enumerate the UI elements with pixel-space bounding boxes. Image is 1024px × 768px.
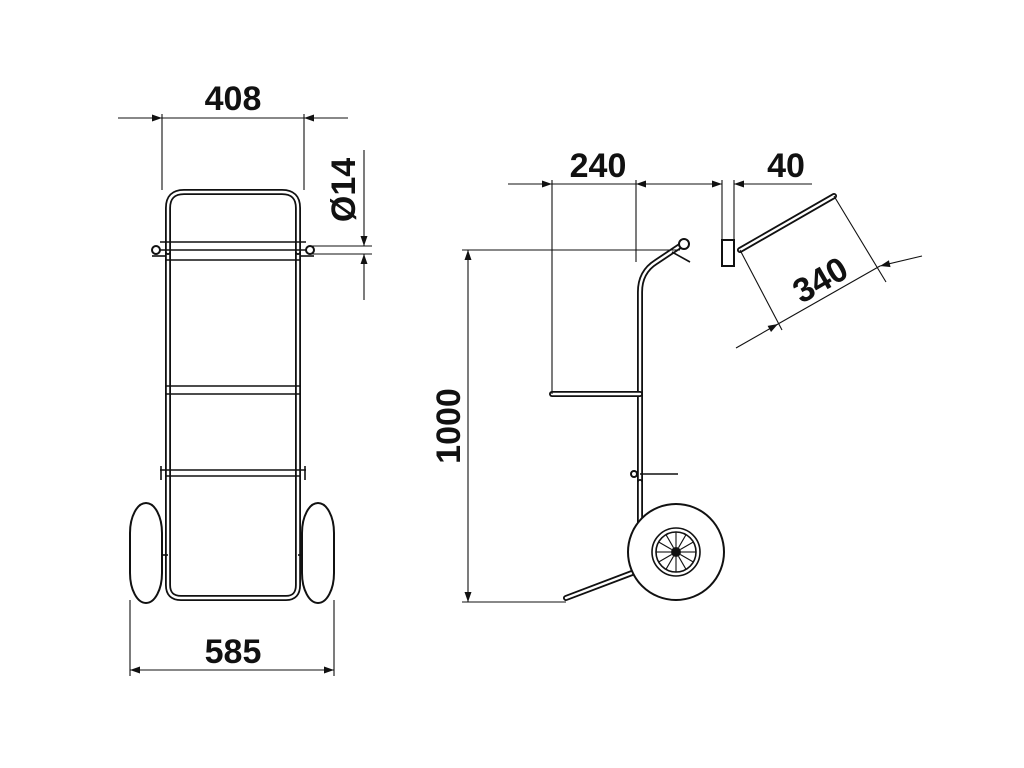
dim-label-240: 240 (570, 147, 627, 185)
side-view: 240 40 340 1000 (430, 147, 923, 603)
dim-label-408: 408 (205, 80, 262, 118)
dim-label-diameter-14: Ø14 (325, 158, 363, 222)
wheel-spoke (658, 541, 672, 550)
right-wheel (301, 502, 335, 604)
handle-section (721, 239, 735, 267)
dim-label-585: 585 (205, 633, 262, 671)
dimension-408: 408 (118, 80, 348, 190)
wheel-spoke (678, 534, 687, 548)
wheel-spoke (678, 556, 687, 570)
dimension-340: 340 (735, 193, 923, 349)
dimension-diameter-14: Ø14 (312, 150, 372, 300)
dim-label-340: 340 (786, 250, 854, 311)
wheel-spoke (680, 554, 694, 563)
wheel-spoke (665, 556, 674, 570)
wheel-spoke (665, 534, 674, 548)
side-wheel (627, 503, 725, 601)
wheel-spoke (680, 541, 694, 550)
dimension-1000: 1000 (430, 249, 680, 603)
front-frame (151, 189, 315, 601)
dim-label-1000: 1000 (430, 388, 468, 464)
dimension-585: 585 (129, 600, 335, 676)
dimension-40: 40 (680, 147, 812, 267)
wheel-spoke (658, 554, 672, 563)
dimension-240: 240 (508, 147, 680, 394)
left-wheel (129, 502, 163, 604)
front-view: 408 Ø14 585 (118, 80, 372, 676)
dim-label-40: 40 (767, 147, 805, 185)
